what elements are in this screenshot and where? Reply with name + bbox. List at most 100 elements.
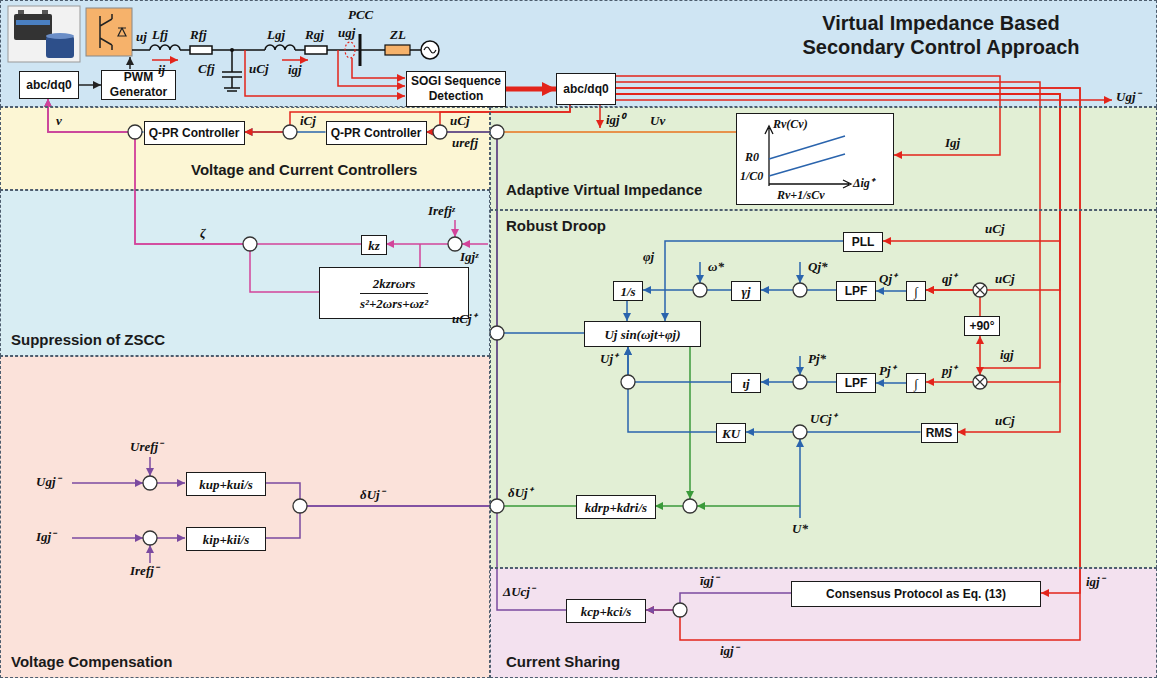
block-box: +90°: [964, 316, 1000, 336]
block-box: LPF: [836, 373, 876, 393]
region-label: Current Sharing: [506, 653, 620, 670]
box-label: LPF: [845, 376, 868, 391]
block-box: kcp+kci/s: [566, 599, 646, 623]
box-label: kz: [368, 238, 380, 253]
region-panel: Voltage and Current ControllersQ-PR Cont…: [0, 107, 490, 190]
signal-label: ΔUcj⁻: [503, 585, 534, 599]
transfer-function-box: 2kzrωrs s²+2ωrs+ωz²: [319, 267, 469, 319]
signal-label: igj⁻: [720, 644, 738, 658]
box-label: 2kzrωrs: [373, 276, 416, 291]
box-label: ιj: [742, 376, 749, 391]
signal-label: uCj: [995, 414, 1015, 428]
signal-wires: [72, 50, 1112, 563]
block-box: kdrp+kdri/s: [576, 495, 656, 519]
block-box: PLL: [843, 232, 883, 252]
block-box: Consensus Protocol as Eq. (13): [791, 581, 1041, 607]
region-label: Suppression of ZSCC: [11, 331, 165, 348]
box-label: KU: [722, 426, 740, 441]
signal-label: pj⁺: [942, 364, 956, 378]
signal-label: Igjᶻ: [460, 250, 478, 264]
signal-label: φj: [643, 250, 654, 264]
box-label: Rv(Cv): [773, 117, 808, 132]
signal-label: igj: [288, 63, 302, 77]
signal-label: Ugj⁻: [1116, 90, 1140, 104]
signal-label: īgj⁻: [700, 574, 718, 588]
impedance-graph-box: Rv(Cv) R0 1/C0 Δig⁺ Rv+1/sCv: [736, 113, 894, 205]
signal-label: igj: [1000, 348, 1014, 362]
region-panel: Suppression of ZSCC kz 2kzrωrs s²+2ωrs+ωz²: [0, 190, 490, 356]
diagram-title: Virtual Impedance Based Secondary Contro…: [771, 11, 1111, 59]
box-label: Q-PR Controller: [149, 126, 240, 141]
signal-label: Qj*: [808, 260, 828, 274]
box-label: Q-PR Controller: [331, 126, 422, 141]
signal-label: uCj: [985, 222, 1005, 236]
signal-connector: [876, 382, 906, 384]
region-label: Robust Droop: [506, 217, 606, 234]
signal-label: ij: [158, 63, 165, 77]
signal-label: Rgj: [305, 28, 324, 42]
box-label: Consensus Protocol as Eq. (13): [826, 587, 1006, 602]
signal-connector: [79, 84, 101, 86]
signal-connector: [506, 87, 556, 92]
region-label: Voltage Compensation: [11, 653, 172, 670]
signal-connector: [876, 290, 906, 292]
signal-label: Qj⁺: [879, 272, 896, 286]
signal-label: Pj⁺: [879, 364, 895, 378]
block-box: ∫: [906, 373, 926, 393]
block-box: abc/dq0: [19, 71, 79, 99]
signal-label: PCC: [348, 8, 373, 22]
signal-connector: [665, 241, 843, 321]
signal-label: UCj⁺: [810, 412, 836, 426]
box-label: kip+kii/s: [203, 532, 249, 547]
region-panel: Current Sharing kcp+kci/s Consensus Protoc…: [490, 568, 1157, 678]
signal-label: Rfj: [190, 28, 207, 42]
signal-label: Irefjᶻ: [428, 204, 455, 218]
box-label: kdrp+kdri/s: [585, 500, 647, 515]
block-box: ιj: [731, 373, 761, 393]
signal-label: iCj: [300, 114, 316, 128]
signal-connector: [643, 289, 731, 291]
block-box: 1/s: [613, 281, 643, 301]
box-label: kcp+kci/s: [581, 604, 632, 619]
signal-connector: [626, 301, 628, 321]
box-label: R0: [745, 150, 759, 165]
signal-connector: [616, 94, 1060, 432]
block-box: γj: [731, 281, 761, 301]
block-box: Q-PR Controller: [144, 121, 245, 145]
signal-connector: [746, 431, 921, 433]
block-box: abc/dq0: [556, 73, 616, 105]
box-label: kup+kui/s: [199, 477, 253, 492]
region-panel: Adaptive Virtual Impedance Rv(Cv) R0 1/C0 Δi…: [490, 107, 1157, 210]
signal-label: uCj: [450, 114, 470, 128]
signal-label: qj⁺: [942, 272, 956, 286]
signal-label: Igj: [945, 136, 960, 150]
region-panel: Voltage Compensation kup+kui/s kip+kii/s: [0, 356, 490, 678]
signal-label: v: [56, 114, 62, 128]
block-box: Q-PR Controller: [326, 121, 427, 145]
signal-label: δUj⁻: [360, 488, 384, 502]
signal-label: uCj⁺: [452, 312, 476, 326]
signal-connector: [616, 94, 1060, 241]
box-label: 1/C0: [740, 169, 763, 184]
signal-label: ζ: [200, 226, 206, 240]
box-label: ∫: [914, 284, 918, 299]
box-label: +90°: [969, 319, 994, 334]
box-label: ∫: [914, 376, 918, 391]
signal-label: Igj⁻: [36, 530, 55, 544]
signal-connector: [628, 347, 731, 382]
signal-label: Lfj: [152, 28, 168, 42]
block-box: Uj sin(ωjt+φj): [584, 321, 701, 347]
box-label: Δig⁺: [853, 174, 874, 191]
signal-label: igj⁰: [606, 113, 625, 127]
signal-connector: [926, 290, 980, 316]
block-box: ∫: [906, 281, 926, 301]
signal-label: uCj: [995, 272, 1015, 286]
box-label: 1/s: [620, 284, 635, 299]
signal-connector: [628, 347, 716, 432]
box-label: Rv+1/sCv: [777, 188, 825, 203]
region-label: Adaptive Virtual Impedance: [506, 181, 702, 198]
signal-label: Pj*: [808, 352, 826, 366]
block-box: KU: [716, 423, 746, 443]
block-box: SOGI Sequence Detection: [406, 71, 506, 107]
box-label: s²+2ωrs+ωz²: [360, 293, 428, 311]
